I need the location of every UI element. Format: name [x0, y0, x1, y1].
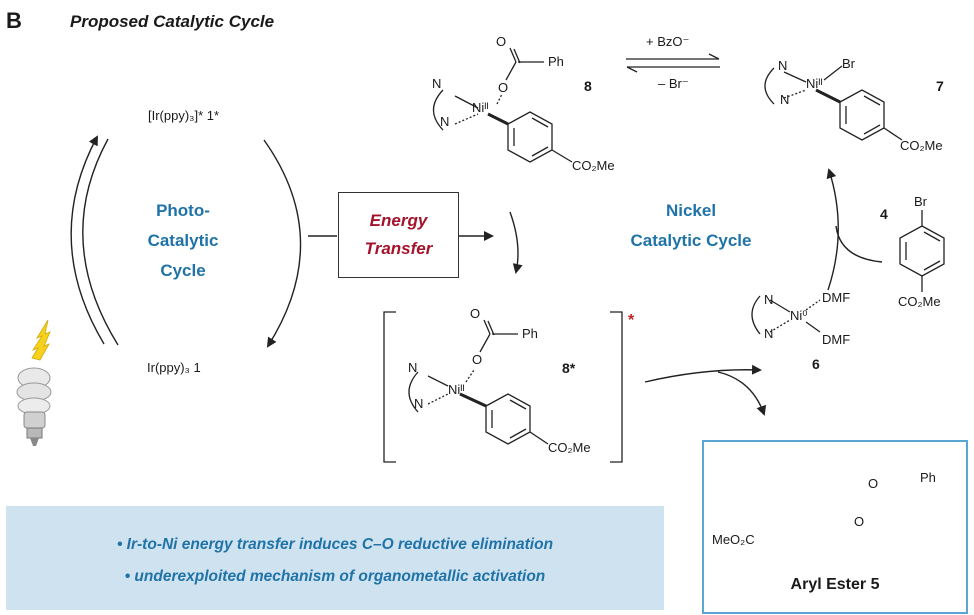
complex-6-structure — [751, 295, 821, 335]
equilibrium-forward-label: + BzO⁻ — [646, 34, 690, 49]
complex-8star-structure — [383, 311, 623, 463]
excited-to-ground-arrow — [263, 139, 302, 348]
ground-catalyst-label: Ir(ppy)₃ 1 — [147, 360, 201, 375]
c6-ligand2: DMF — [822, 332, 851, 347]
product-box: MeO₂C O O Ph Aryl Ester 5 — [702, 440, 968, 614]
photo-cycle-label-line3: Cycle — [160, 261, 206, 280]
c8s-metal: Niᴵᴵ — [448, 382, 465, 397]
aryl-bromide-4-structure — [899, 210, 945, 292]
c6-ligand1: DMF — [822, 290, 851, 305]
photo-cycle-label-line1: Photo- — [156, 201, 210, 220]
c8-number: 8 — [584, 78, 592, 94]
energy-transfer-box: Energy Transfer — [338, 192, 459, 278]
equilibrium-reverse-label: – Br⁻ — [658, 76, 689, 91]
c6-n2: N — [764, 326, 774, 341]
c6-number: 6 — [812, 356, 820, 372]
c8-acyl: Ph — [548, 54, 564, 69]
c8-o1: O — [498, 80, 509, 95]
photo-cycle-arrows — [70, 135, 302, 348]
c7-n1: N — [778, 58, 788, 73]
complex-7-structure — [764, 65, 903, 141]
c8s-acyl: Ph — [522, 326, 538, 341]
c6-n1: N — [764, 292, 774, 307]
summary-box: • Ir-to-Ni energy transfer induces C–O r… — [6, 506, 664, 610]
c7-metal: Niᴵᴵ — [806, 76, 823, 91]
c4-halide: Br — [914, 194, 927, 209]
panel-title: Proposed Catalytic Cycle — [70, 12, 275, 31]
energy-transfer-line1: Energy — [369, 211, 428, 230]
nickel-cycle-label-line1: Nickel — [665, 201, 717, 220]
c7-number: 7 — [936, 78, 944, 94]
c8s-number: 8* — [562, 360, 576, 376]
c8s-n2: N — [414, 396, 424, 411]
product-acyl: Ph — [920, 470, 936, 485]
photo-cycle-label: Photo- Catalytic Cycle — [128, 196, 238, 286]
c4-ester: CO₂Me — [898, 294, 941, 309]
c8s-n1: N — [408, 360, 418, 375]
complex-8-structure — [432, 47, 573, 163]
c8-metal: Niᴵᴵ — [472, 100, 489, 115]
excited-catalyst-label: [Ir(ppy)₃]* 1* — [148, 108, 220, 123]
summary-bullet-2: • underexploited mechanism of organometa… — [124, 568, 546, 585]
photo-cycle-label-line2: Catalytic — [147, 231, 219, 250]
c8-ester: CO₂Me — [572, 158, 615, 173]
nickel-cycle-label: Nickel Catalytic Cycle — [606, 196, 776, 256]
c6-metal: Ni⁰ — [790, 308, 808, 323]
product-name: Aryl Ester 5 — [790, 576, 880, 593]
ground-to-excited-arrow — [70, 135, 105, 345]
c8s-o2: O — [470, 306, 481, 321]
c8s-ester: CO₂Me — [548, 440, 591, 455]
summary-bullet-1: • Ir-to-Ni energy transfer induces C–O r… — [116, 536, 554, 553]
light-bulb-icon — [16, 367, 52, 446]
product-o1: O — [868, 476, 879, 491]
reductive-elimination-to-6-arrow — [644, 364, 762, 383]
c7-ester: CO₂Me — [900, 138, 943, 153]
c7-halide: Br — [842, 56, 855, 71]
aryl-bromide-entry-arrow — [835, 225, 883, 263]
excitation-arrow — [509, 211, 523, 274]
excited-state-marker: * — [628, 312, 635, 329]
product-ester: MeO₂C — [712, 532, 755, 547]
c7-n2: N — [780, 92, 790, 107]
product-o2: O — [854, 514, 865, 529]
c8-o2: O — [496, 34, 507, 49]
panel-letter: B — [6, 8, 22, 33]
c8-n2: N — [440, 114, 450, 129]
c8-n1: N — [432, 76, 442, 91]
oxidative-addition-arrow — [826, 168, 839, 291]
nickel-cycle-label-line2: Catalytic Cycle — [630, 231, 752, 250]
energy-transfer-line2: Transfer — [364, 239, 433, 258]
c8s-o1: O — [472, 352, 483, 367]
ground-to-excited-arrow-inner — [82, 138, 119, 346]
lightning-icon — [31, 319, 51, 361]
product-release-arrow — [717, 371, 767, 416]
c4-number: 4 — [880, 206, 888, 222]
